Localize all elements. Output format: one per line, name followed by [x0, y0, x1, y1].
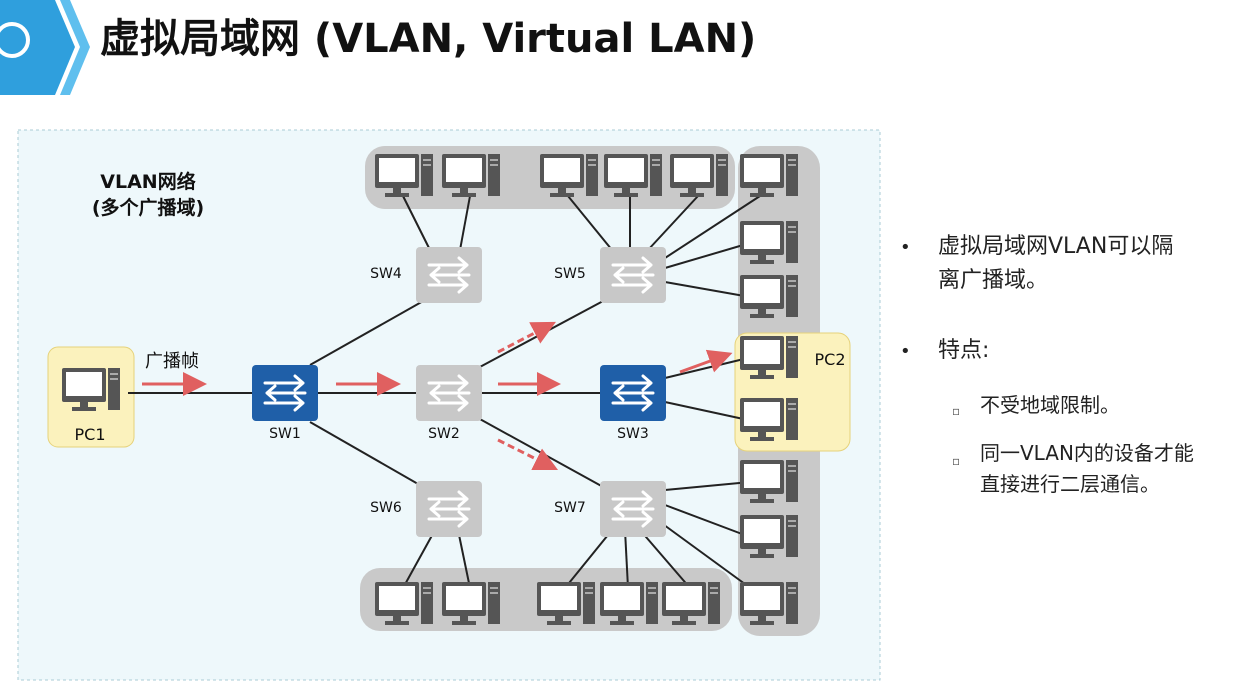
bullet-dot: •: [900, 237, 911, 258]
sub-bullet-1: 不受地域限制。: [980, 393, 1120, 417]
pc2-label: PC2: [815, 350, 846, 369]
switch-label-sw3: SW3: [617, 426, 649, 442]
switch-label-sw5: SW5: [554, 266, 586, 282]
bullet-dot: •: [900, 341, 911, 362]
switch-sw4[interactable]: [416, 247, 482, 303]
sub-bullet-2: 同一VLAN内的设备才能 直接进行二层通信。: [980, 438, 1194, 500]
arrow-sw2-sw5-dashed: [497, 321, 556, 354]
sub-bullet-2-line1: 同一VLAN内的设备才能: [980, 441, 1194, 465]
bullet-2: 特点:: [938, 338, 990, 363]
switch-sw1[interactable]: [252, 365, 318, 421]
network-label-line1: VLAN网络: [100, 170, 195, 193]
pc1-label: PC1: [75, 425, 106, 444]
switch-label-sw6: SW6: [370, 500, 402, 516]
switch-label-sw1: SW1: [269, 426, 301, 442]
sub-bullet-mark: ▫: [952, 454, 961, 468]
arrow-sw2-sw7-dashed: [497, 438, 559, 471]
bullet-1-line2: 离广播域。: [938, 268, 1049, 294]
switch-sw5[interactable]: [600, 247, 666, 303]
switch-label-sw2: SW2: [428, 426, 460, 442]
sub-bullet-mark: ▫: [952, 404, 961, 418]
switch-sw2[interactable]: [416, 365, 482, 421]
switch-label-sw7: SW7: [554, 500, 586, 516]
bullet-1: 虚拟局域网VLAN可以隔 离广播域。: [938, 230, 1173, 298]
switch-sw7[interactable]: [600, 481, 666, 537]
arrow-sw3-pc2: [679, 349, 733, 374]
broadcast-frame-label: 广播帧: [145, 351, 199, 372]
broadcast-arrows: [142, 321, 733, 471]
switch-sw3[interactable]: [600, 365, 666, 421]
sub-bullet-2-line2: 直接进行二层通信。: [980, 472, 1160, 496]
switch-sw6[interactable]: [416, 481, 482, 537]
header-logo-icon: [0, 22, 30, 58]
network-label-line2: (多个广播域): [92, 196, 204, 219]
header-decoration: [0, 0, 90, 95]
page-title: 虚拟局域网 (VLAN, Virtual LAN): [100, 16, 757, 62]
switch-label-sw4: SW4: [370, 266, 402, 282]
bullet-1-line1: 虚拟局域网VLAN可以隔: [938, 234, 1174, 259]
